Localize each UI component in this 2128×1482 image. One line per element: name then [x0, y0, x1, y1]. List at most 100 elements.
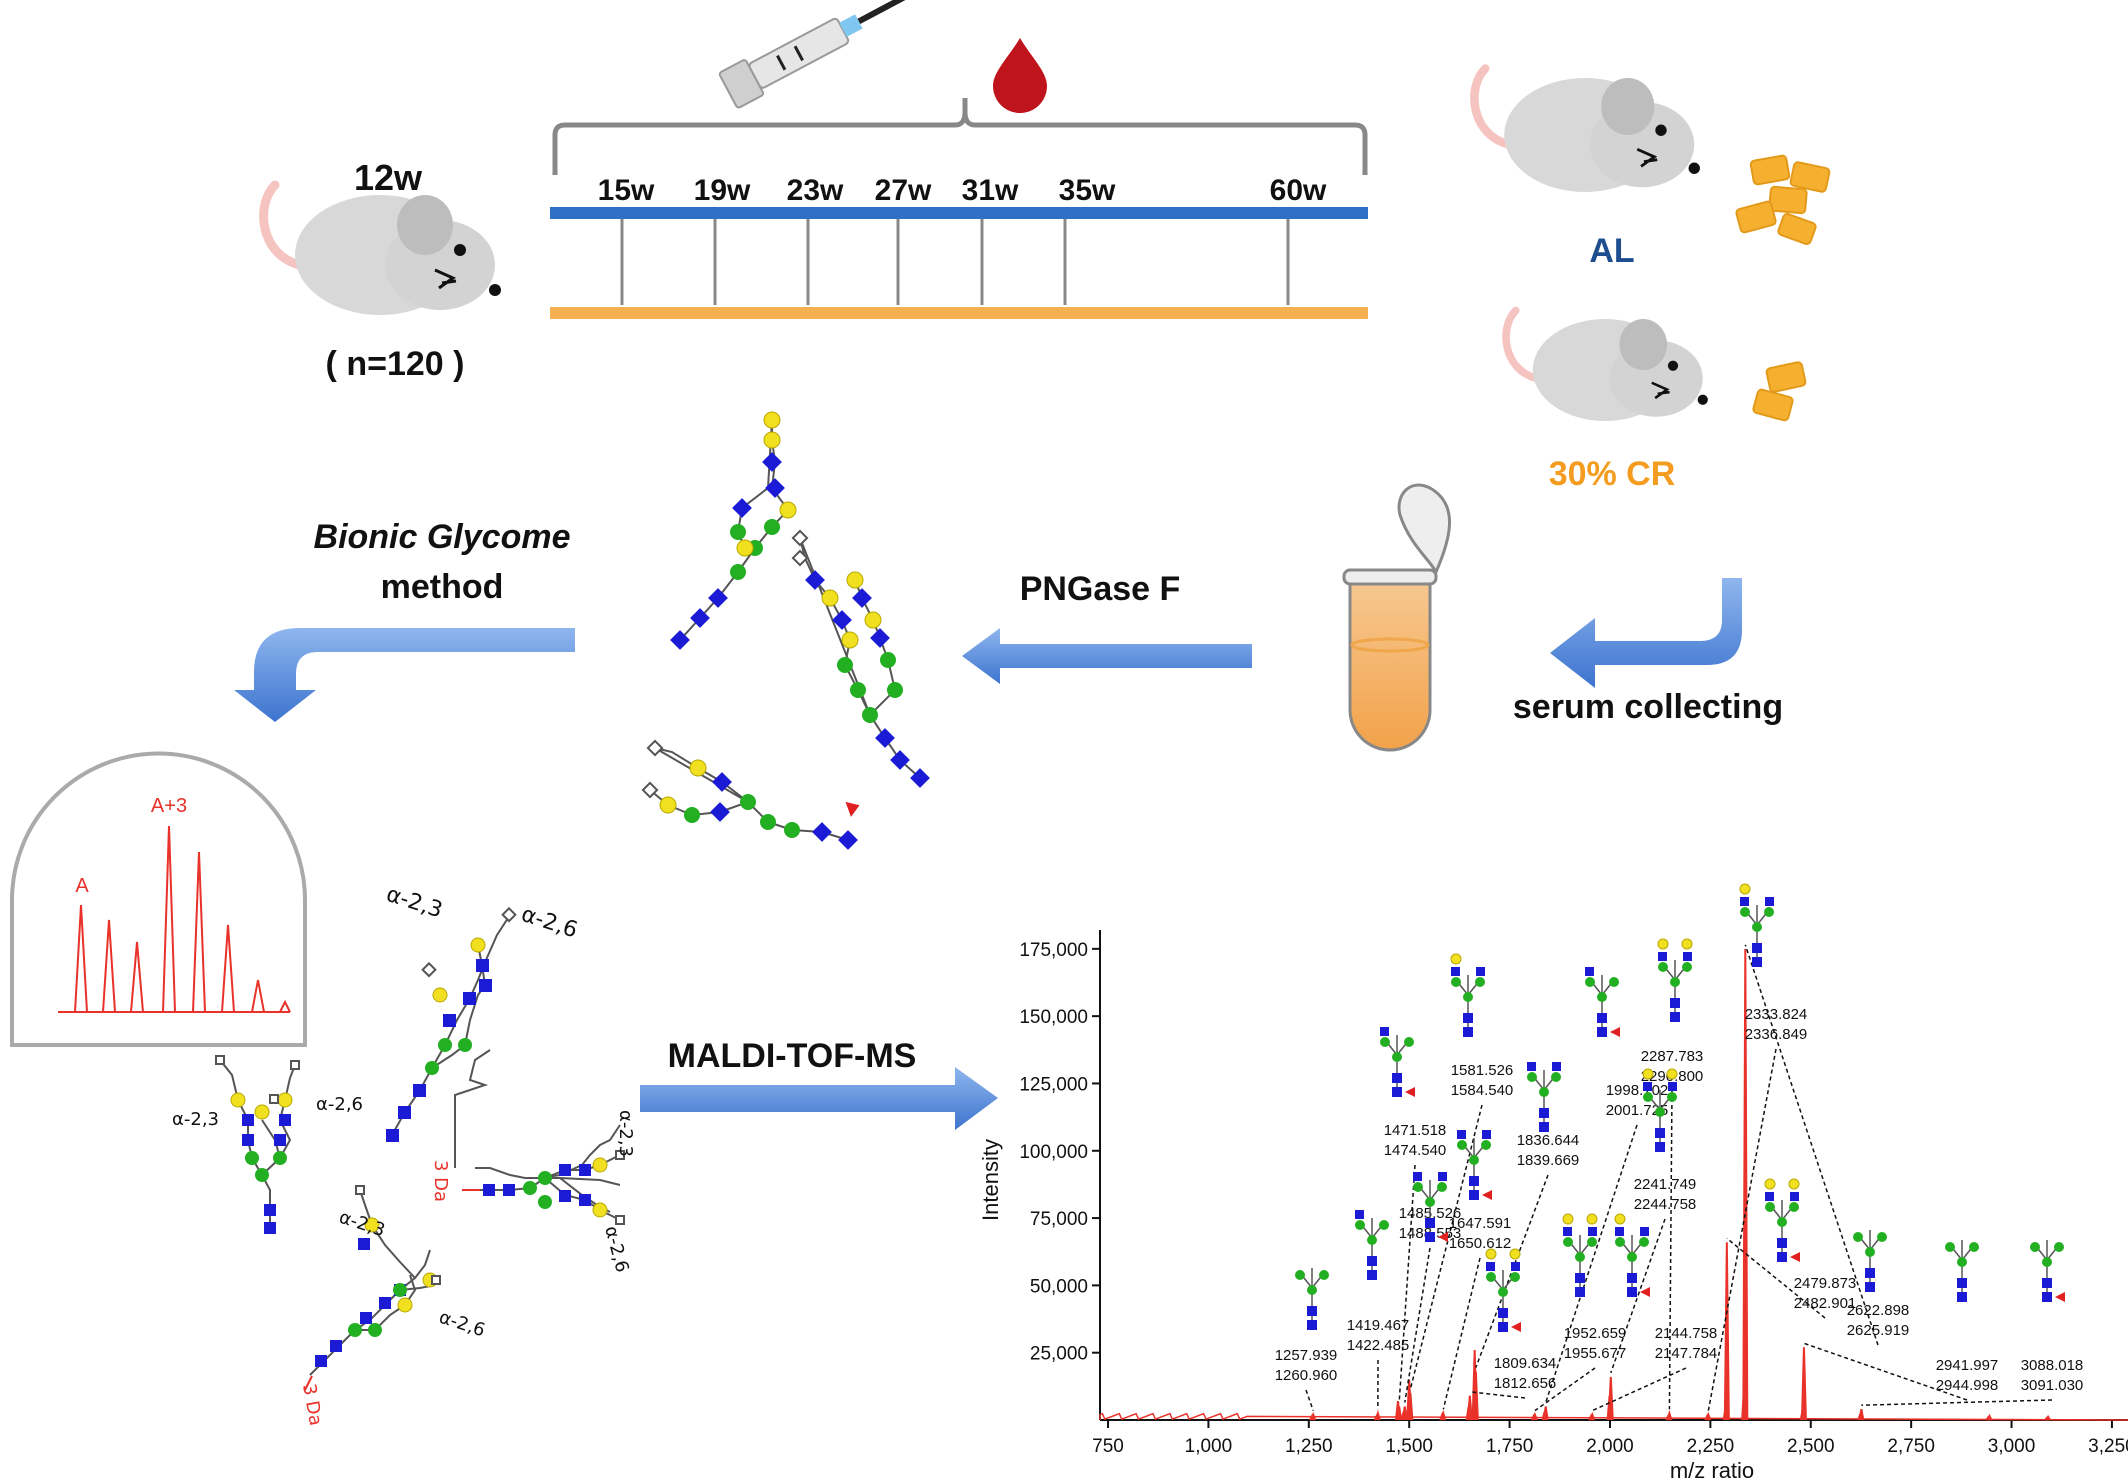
glycan-structure-icon	[1450, 953, 1485, 1037]
timepoint-15w: 15w	[598, 174, 655, 207]
y-tick-label: 75,000	[1030, 1209, 1088, 1230]
blood-drop-icon	[993, 38, 1047, 113]
peak-mass-label: 2001.725	[1606, 1102, 1669, 1119]
spectrum-peak	[1440, 1409, 1447, 1421]
spectrum-peak	[1589, 1411, 1596, 1421]
spectrum-peak	[1466, 1395, 1473, 1421]
x-tick-label: 2,500	[1787, 1436, 1835, 1457]
peak-mass-label: 1471.518	[1384, 1122, 1447, 1139]
glycan-structure-icon	[1853, 1230, 1887, 1292]
glycan-structure-icon	[1413, 1172, 1448, 1242]
annotation-leader	[1803, 1342, 1968, 1401]
peak-mass-label: 2944.998	[1936, 1377, 1999, 1394]
peak-mass-label: 1809.634	[1494, 1355, 1557, 1372]
x-tick-label: 3,250	[2088, 1436, 2128, 1457]
mouse-icon	[264, 185, 501, 315]
linkage-label-a26: α-2,6	[316, 1094, 363, 1115]
linkage-label-a23: α-2,3	[615, 1110, 636, 1157]
spectrum-baseline	[1099, 1412, 2128, 1421]
glycan-structure-icon	[1585, 967, 1620, 1037]
timepoint-23w: 23w	[787, 174, 844, 207]
peak-mass-label: 2144.758	[1655, 1325, 1718, 1342]
y-tick-label: 50,000	[1030, 1276, 1088, 1297]
peak-mass-label: 1647.591	[1449, 1215, 1512, 1232]
method-subtitle: method	[381, 568, 504, 606]
y-tick-label: 150,000	[1019, 1007, 1088, 1028]
y-tick-label: 25,000	[1030, 1344, 1088, 1365]
peak-mass-label: 2625.919	[1847, 1322, 1910, 1339]
linkage-label-a26: α-2,6	[436, 1307, 487, 1341]
bracket	[552, 98, 1368, 175]
peak-mass-label: 2287.783	[1641, 1048, 1704, 1065]
y-axis-label: Intensity	[978, 1139, 1003, 1221]
group-al-label: AL	[1589, 232, 1634, 270]
pngase-arrow	[962, 628, 1252, 684]
x-tick-label: 750	[1092, 1436, 1124, 1457]
start-age-label: 12w	[354, 157, 423, 198]
peak-mass-label: 2941.997	[1936, 1357, 1999, 1374]
peak-mass-label: 1581.526	[1451, 1062, 1514, 1079]
cr-timeline-line	[550, 307, 1368, 319]
x-tick-label: 2,000	[1586, 1436, 1634, 1457]
peak-mass-label: 2241.749	[1634, 1176, 1697, 1193]
x-tick-label: 2,250	[1687, 1436, 1735, 1457]
annotation-leader	[1592, 1367, 1687, 1412]
peak-mass-label: 1998.702	[1606, 1082, 1669, 1099]
timepoint-19w: 19w	[694, 174, 751, 207]
annotation-leader	[1475, 1174, 1549, 1368]
glycan-structure-icon	[1485, 1248, 1521, 1332]
x-tick-label: 3,000	[1988, 1436, 2036, 1457]
mass-shift-label: 3 Da	[430, 1160, 451, 1202]
maldi-spectrum-chart: 25,00050,00075,000100,000125,000150,0001…	[978, 883, 2128, 1482]
syringe-icon	[718, 0, 914, 109]
spectrum-peak	[1472, 1371, 1479, 1421]
annotation-leader	[1398, 1164, 1416, 1403]
spectrum-peak	[1374, 1409, 1381, 1421]
spectrum-peak	[1401, 1406, 1408, 1421]
peak-mass-label: 1650.612	[1449, 1235, 1512, 1252]
released-glycans	[641, 411, 930, 850]
spectrum-peak	[1800, 1347, 1807, 1421]
inset-label-a3: A+3	[151, 795, 187, 817]
glycan-structure-icon	[1657, 938, 1693, 1022]
peak-mass-label: 1812.656	[1494, 1375, 1557, 1392]
peak-mass-label: 3091.030	[2021, 1377, 2084, 1394]
x-tick-label: 1,250	[1285, 1436, 1333, 1457]
serum-collecting-label: serum collecting	[1513, 688, 1783, 726]
x-tick-label: 1,750	[1486, 1436, 1534, 1457]
peak-mass-label: 1257.939	[1275, 1347, 1338, 1364]
timepoint-27w: 27w	[875, 174, 932, 207]
annotation-leader	[1534, 1367, 1596, 1412]
peak-mass-label: 2482.901	[1794, 1295, 1857, 1312]
mouse-icon	[1474, 69, 1700, 193]
sample-size-label: ( n=120 )	[326, 345, 465, 383]
al-timeline-line	[550, 207, 1368, 219]
spectrum-peak	[1742, 948, 1749, 1421]
peak-mass-label: 3088.018	[2021, 1357, 2084, 1374]
maldi-arrow	[640, 1067, 998, 1130]
peak-mass-label: 2147.784	[1655, 1345, 1718, 1362]
peak-mass-label: 1952.659	[1564, 1325, 1627, 1342]
peak-mass-label: 2244.758	[1634, 1196, 1697, 1213]
timepoint-35w: 35w	[1059, 174, 1116, 207]
bionic-arrow	[234, 628, 575, 722]
y-tick-label: 100,000	[1019, 1142, 1088, 1163]
spectrum-peak	[2045, 1414, 2051, 1421]
spectrum-peak	[1607, 1376, 1614, 1421]
spectrum-peak	[1858, 1409, 1865, 1421]
x-tick-label: 1,500	[1385, 1436, 1433, 1457]
peak-mass-label: 1955.677	[1564, 1345, 1627, 1362]
peak-mass-label: 2479.873	[1794, 1275, 1857, 1292]
annotation-leader	[1305, 1389, 1314, 1411]
derivatized-glycans: α-2,3 α-2,6 α-2,3 α-2,6 α-2,3 α-2,6 α-2,…	[172, 882, 636, 1427]
pngase-f-label: PNGase F	[1020, 570, 1181, 608]
peak-mass-label: 1839.669	[1517, 1152, 1580, 1169]
glycan-structure-icon	[1739, 883, 1774, 967]
linkage-label-a23: α-2,3	[336, 1207, 387, 1241]
spectrum-peak	[1986, 1413, 1993, 1421]
spectrum-peak	[1531, 1411, 1538, 1421]
annotation-leader	[1726, 1237, 1826, 1319]
peak-mass-label: 2336.849	[1745, 1026, 1808, 1043]
peak-mass-label: 1474.540	[1384, 1142, 1447, 1159]
